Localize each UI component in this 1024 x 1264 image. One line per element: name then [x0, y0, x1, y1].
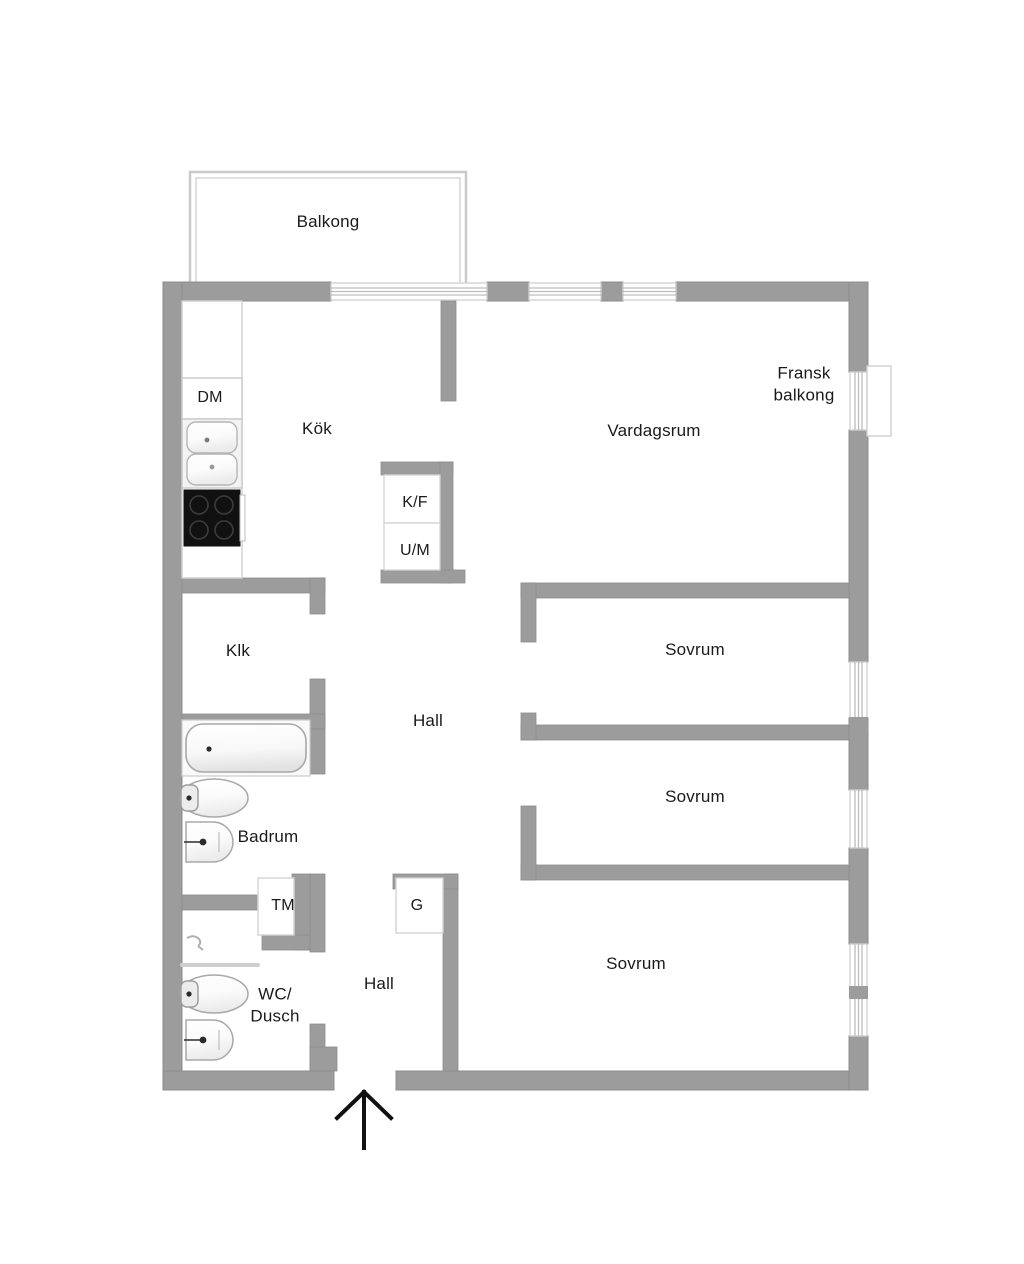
- g-closet-box: [395, 877, 444, 934]
- wall-wc-right-upper: [309, 873, 326, 953]
- window-top-3: [622, 282, 677, 301]
- balcony-outline: [188, 170, 468, 286]
- window-french-balcony: [849, 365, 892, 437]
- wall-sov1-sov2-v: [520, 712, 537, 741]
- interior-walls: [181, 300, 850, 1072]
- badrum-washbasin: [184, 821, 234, 863]
- wall-badrum-right: [309, 728, 326, 775]
- kitchen-sink: [181, 418, 243, 489]
- dm-box: [181, 377, 243, 420]
- wc-washbasin: [184, 1019, 234, 1061]
- window-mullions: [849, 717, 868, 999]
- window-right-1: [849, 661, 868, 719]
- window-right-2: [849, 789, 868, 849]
- wall-kok-klk: [181, 577, 326, 594]
- tm-box: [257, 877, 295, 936]
- exterior-walls: [162, 281, 869, 1091]
- wall-sov1-sov2-h: [520, 724, 850, 741]
- entrance-arrow: [334, 1089, 394, 1150]
- badrum-fixtures: [179, 719, 311, 863]
- kf-um-cabinet: [383, 474, 441, 571]
- wc-dusch-fixtures: [179, 935, 260, 1061]
- shower-fitting: [186, 935, 204, 951]
- wall-wc-right-jamb: [309, 1046, 338, 1072]
- wall-kf-right: [439, 461, 454, 584]
- wall-vard-sov1-v: [520, 582, 537, 643]
- window-top-2: [528, 282, 602, 301]
- wall-sov2-sov3-h: [520, 864, 850, 881]
- wall-kitchen-right: [440, 300, 457, 402]
- wall-tm-bottom: [261, 934, 311, 951]
- wall-sov2-sov3-v: [520, 805, 537, 881]
- wall-kf-bottom: [380, 569, 466, 584]
- window-top-1: [330, 282, 488, 301]
- kitchen-appliance-boxes: [181, 377, 246, 547]
- kitchen-stove: [183, 489, 246, 547]
- bathtub: [181, 719, 311, 777]
- wall-vard-sov1-h: [520, 582, 850, 599]
- windows: [330, 282, 892, 1037]
- wall-hall-right: [442, 873, 459, 1072]
- wall-kok-klk-stub: [309, 577, 326, 615]
- badrum-toilet: [179, 778, 249, 818]
- wc-toilet: [179, 974, 249, 1014]
